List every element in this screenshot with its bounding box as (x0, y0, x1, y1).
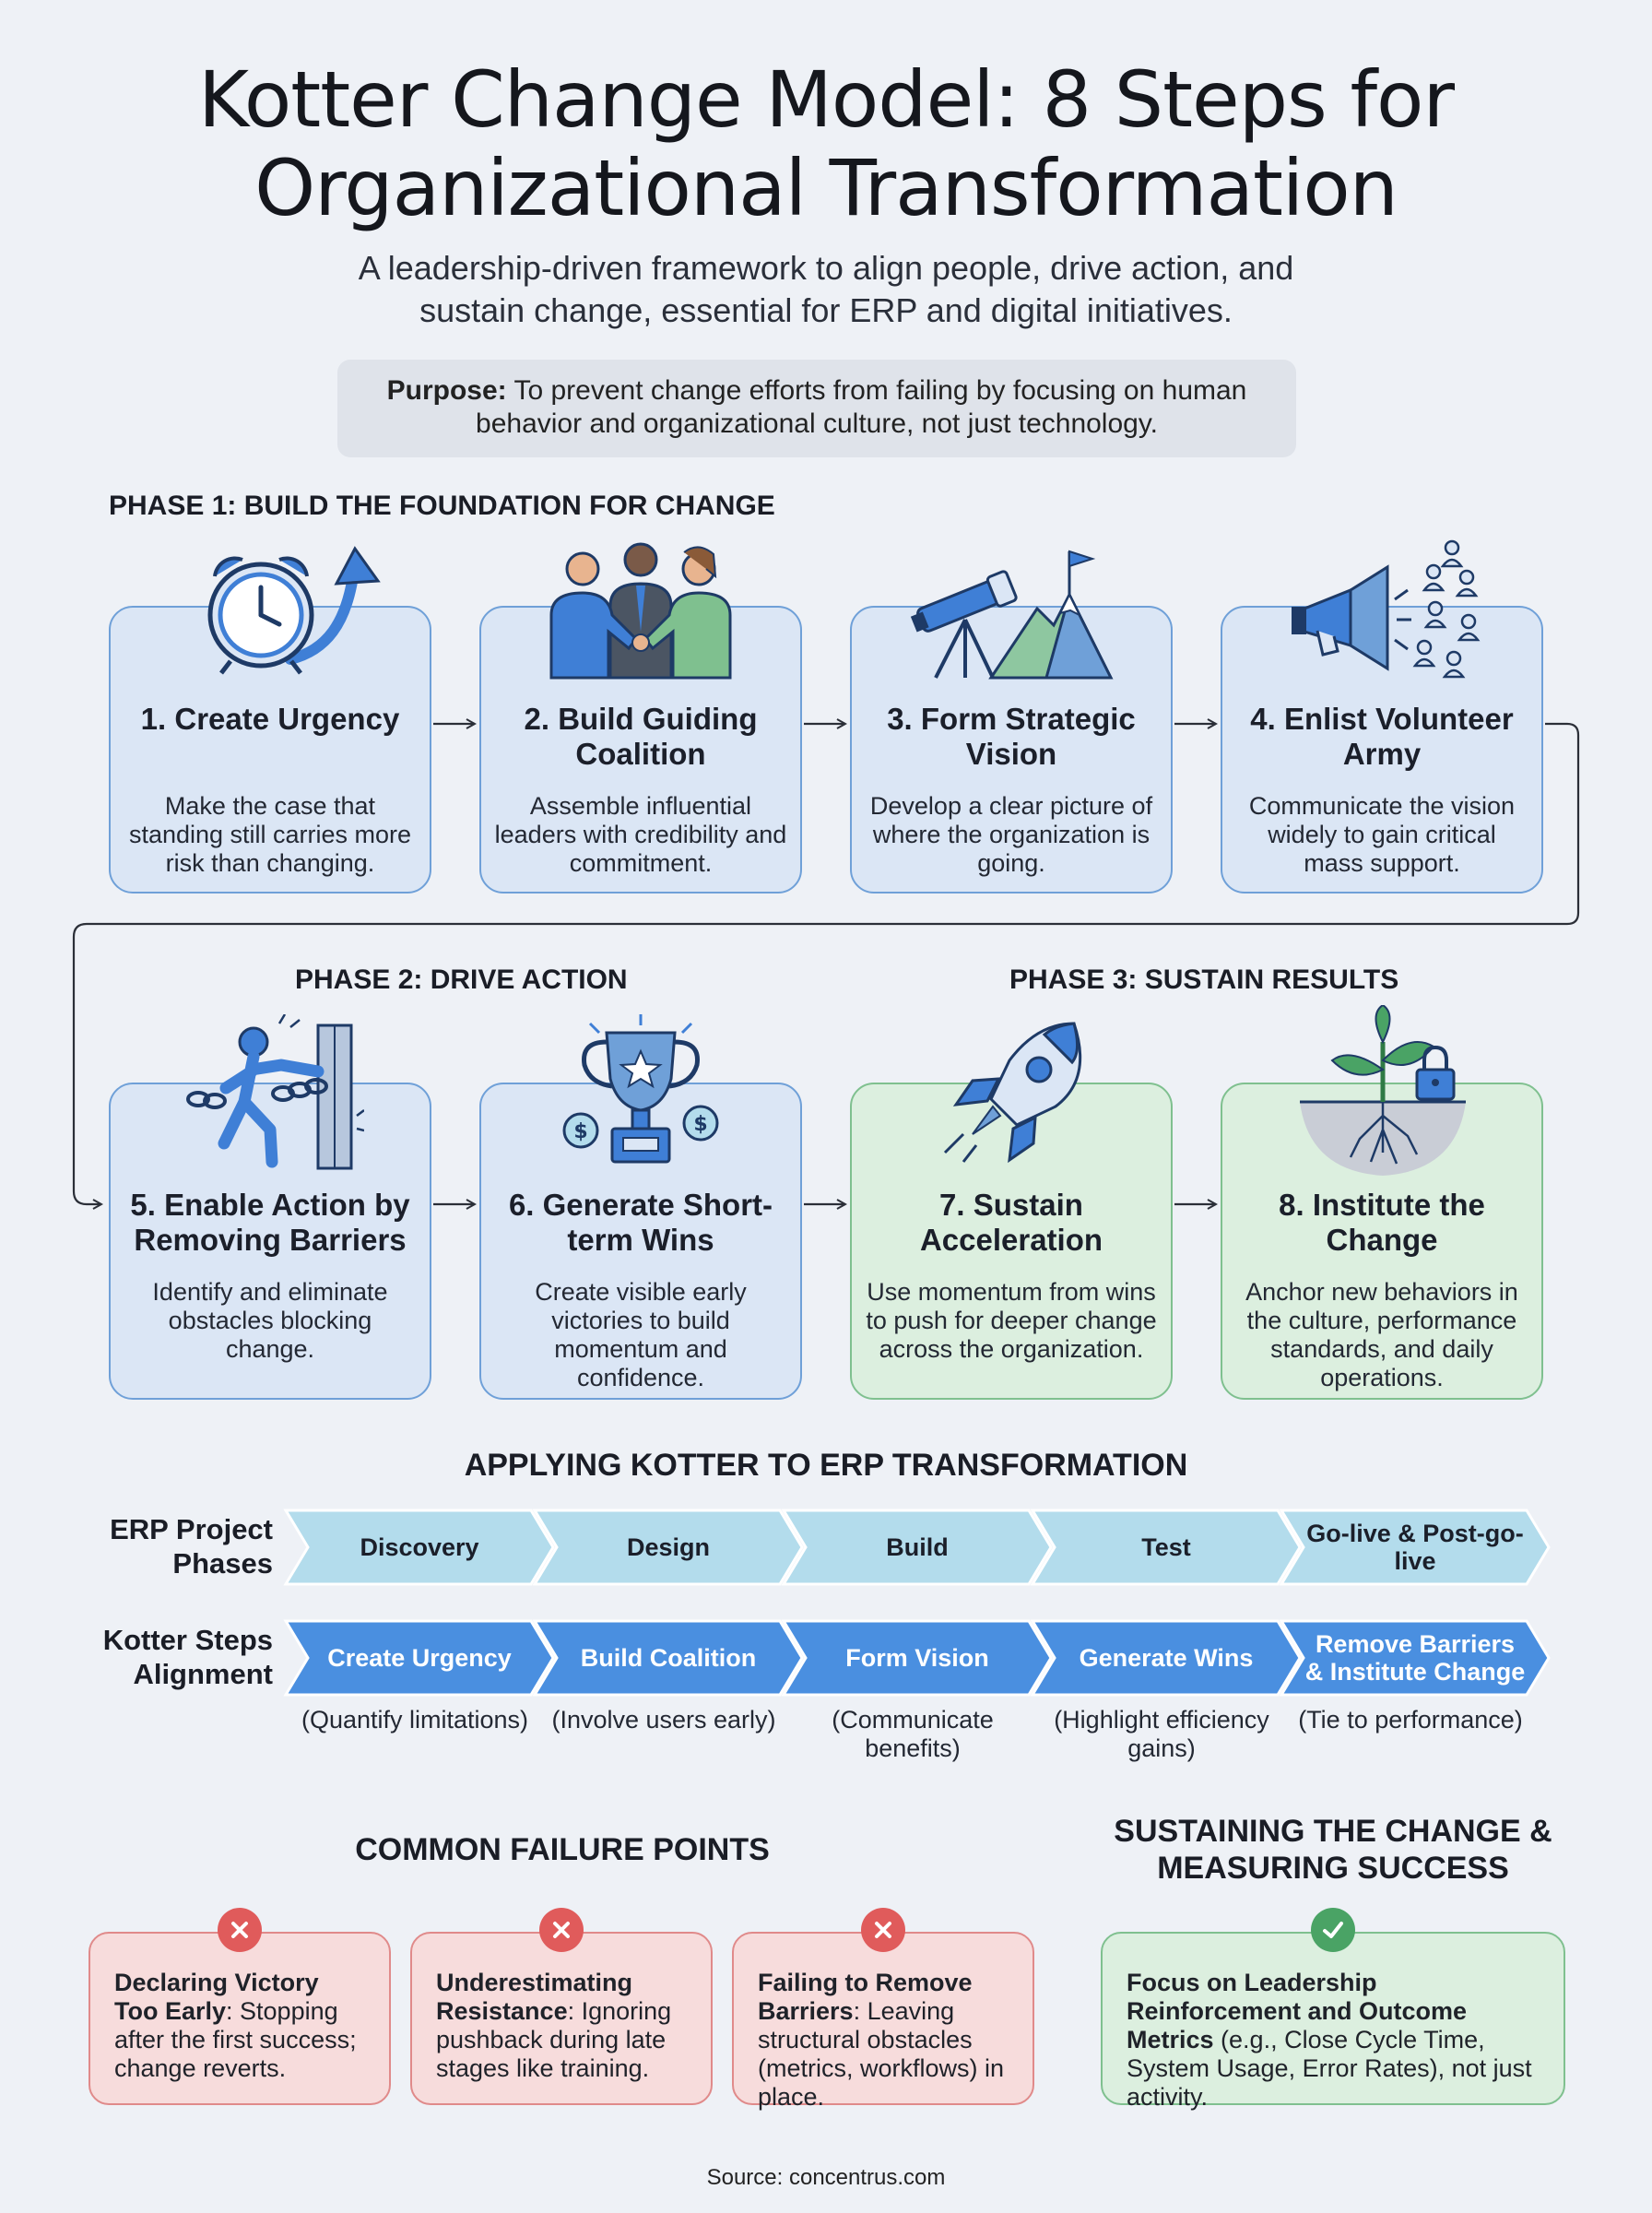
x-icon (539, 1908, 584, 1952)
kotter-step-chevron (1030, 1619, 1302, 1697)
erp-phases-label-line-2: Phases (172, 1547, 273, 1580)
subtitle-line-2: sustain change, essential for ERP and di… (419, 291, 1233, 329)
success-text: (e.g., Close Cycle Time, System Usage, E… (1127, 2026, 1532, 2111)
erp-phase-label: Discovery (360, 1533, 479, 1561)
step-8-desc: Anchor new behaviors in the culture, per… (1245, 1278, 1518, 1391)
erp-phase-chevron (1279, 1509, 1551, 1586)
step-1-desc: Make the case that standing still carrie… (128, 792, 412, 877)
step-5-title: 5. Enable Action by Removing Barriers (130, 1188, 410, 1257)
breaking-chains-icon (186, 1014, 364, 1170)
kotter-step-label: Remove Barriers & Institute Change (1304, 1630, 1526, 1686)
step-2-title: 2. Build Guiding Coalition (524, 702, 758, 771)
erp-phase-label: Build (886, 1533, 949, 1561)
erp-phase-label: Test (1141, 1533, 1191, 1561)
erp-phases-row-label: ERP Project Phases (55, 1512, 273, 1580)
purpose-text-1: To prevent change efforts from failing b… (506, 375, 1247, 406)
kotter-label-line-1: Kotter Steps (102, 1624, 273, 1656)
phase-3-heading: PHASE 3: SUSTAIN RESULTS (1009, 964, 1399, 995)
erp-phase-chevron (283, 1509, 555, 1586)
kotter-step-chevron (283, 1619, 555, 1697)
failure-2-text: : Ignoring pushback during late stages l… (436, 1997, 672, 2082)
failure-3-text: : Leaving structural obstacles (metrics,… (758, 1997, 1005, 2111)
erp-phase-chevron (532, 1509, 804, 1586)
svg-text:$: $ (693, 1113, 707, 1136)
erp-phase-label: Go-live & Post-go-live (1306, 1520, 1524, 1575)
step-6-desc: Create visible early victories to build … (535, 1278, 747, 1391)
x-icon (861, 1908, 905, 1952)
purpose-text-2: behavior and organizational culture, not… (476, 408, 1158, 439)
x-icon (218, 1908, 262, 1952)
handshake-people-icon (549, 542, 732, 680)
step-4-title: 4. Enlist Volunteer Army (1250, 702, 1514, 771)
title-line-2: Organizational Transformation (254, 143, 1398, 233)
kotter-step-label: Build Coalition (580, 1644, 757, 1672)
step-1-title: 1. Create Urgency (140, 702, 400, 736)
kotter-step-note: (Tie to performance) (1298, 1706, 1523, 1734)
erp-section-title: APPLYING KOTTER TO ERP TRANSFORMATION (464, 1448, 1188, 1483)
step-7-title: 7. Sustain Acceleration (919, 1188, 1103, 1257)
page-subtitle: A leadership-driven framework to align p… (273, 247, 1379, 332)
kotter-alignment-row-label: Kotter Steps Alignment (55, 1623, 273, 1691)
erp-phase-label: Design (626, 1533, 711, 1561)
step-7-desc: Use momentum from wins to push for deepe… (866, 1278, 1157, 1363)
erp-phase-chevron (781, 1509, 1053, 1586)
subtitle-line-1: A leadership-driven framework to align p… (358, 249, 1294, 287)
success-title-line-2: MEASURING SUCCESS (1157, 1851, 1509, 1886)
purpose-label: Purpose: (386, 375, 507, 406)
step-8-title: 8. Institute the Change (1279, 1188, 1485, 1257)
telescope-mountain-icon (910, 550, 1114, 680)
success-bold: Focus on Leadership Reinforcement and Ou… (1127, 1969, 1468, 2053)
kotter-step-label: Generate Wins (1079, 1644, 1254, 1672)
failure-section-title: COMMON FAILURE POINTS (355, 1832, 770, 1867)
failure-card-3: Failing to Remove Barriers: Leaving stru… (732, 1932, 1034, 2111)
success-card: Focus on Leadership Reinforcement and Ou… (1101, 1932, 1565, 2111)
alarm-clock-arrow-icon (207, 546, 381, 675)
kotter-step-note: (Involve users early) (551, 1706, 776, 1734)
step-3-title: 3. Form Strategic Vision (887, 702, 1136, 771)
trophy-icon: $ $ (562, 1014, 719, 1164)
failure-3-bold: Failing to Remove Barriers (758, 1969, 973, 2025)
phase-1-heading: PHASE 1: BUILD THE FOUNDATION FOR CHANGE (109, 491, 775, 521)
check-icon (1311, 1908, 1355, 1952)
step-6-title: 6. Generate Short-term Wins (508, 1188, 773, 1257)
erp-phase-chevron (1030, 1509, 1302, 1586)
kotter-step-chevron (1279, 1619, 1551, 1697)
step-card-5: 5. Enable Action by Removing Barriers Id… (109, 1083, 431, 1400)
failure-card-2: Underestimating Resistance: Ignoring pus… (410, 1932, 713, 2105)
step-2-desc: Assemble influential leaders with credib… (494, 792, 787, 877)
kotter-step-note: (Communicate benefits) (832, 1706, 994, 1762)
step-card-7: 7. Sustain Acceleration Use momentum fro… (850, 1083, 1173, 1400)
arrow-4-5 (72, 722, 1580, 1204)
failure-card-1: Declaring Victory Too Early: Stopping af… (88, 1932, 391, 2105)
phase-2-heading: PHASE 2: DRIVE ACTION (295, 964, 628, 995)
kotter-step-label: Create Urgency (327, 1644, 512, 1672)
page-title: Kotter Change Model: 8 Steps for Organiz… (88, 55, 1564, 232)
kotter-step-label: Form Vision (845, 1644, 989, 1672)
step-5-desc: Identify and eliminate obstacles blockin… (152, 1278, 388, 1363)
kotter-step-chevron (781, 1619, 1053, 1697)
failure-1-text: : Stopping after the first success; chan… (114, 1997, 357, 2082)
failure-1-bold: Declaring Victory Too Early (114, 1969, 319, 2025)
kotter-step-chevron (532, 1619, 804, 1697)
success-title-line-1: SUSTAINING THE CHANGE & (1114, 1814, 1552, 1849)
megaphone-people-icon (1292, 539, 1481, 679)
title-line-1: Kotter Change Model: 8 Steps for (198, 54, 1455, 145)
source-note: Source: concentrus.com (706, 2165, 946, 2190)
kotter-step-note: (Quantify limitations) (301, 1706, 529, 1734)
svg-text:$: $ (573, 1120, 587, 1143)
plant-lock-icon (1300, 1005, 1466, 1176)
kotter-label-line-2: Alignment (133, 1658, 273, 1690)
step-4-desc: Communicate the vision widely to gain cr… (1248, 792, 1516, 877)
erp-phases-label-line-1: ERP Project (110, 1513, 273, 1545)
rocket-icon (943, 1022, 1082, 1164)
purpose-box: Purpose: To prevent change efforts from … (337, 360, 1296, 457)
failure-2-bold: Underestimating Resistance (436, 1969, 633, 2025)
step-3-desc: Develop a clear picture of where the org… (869, 792, 1153, 877)
success-section-title: SUSTAINING THE CHANGE & MEASURING SUCCES… (1056, 1813, 1610, 1887)
kotter-step-note: (Highlight efficiency gains) (1054, 1706, 1269, 1762)
